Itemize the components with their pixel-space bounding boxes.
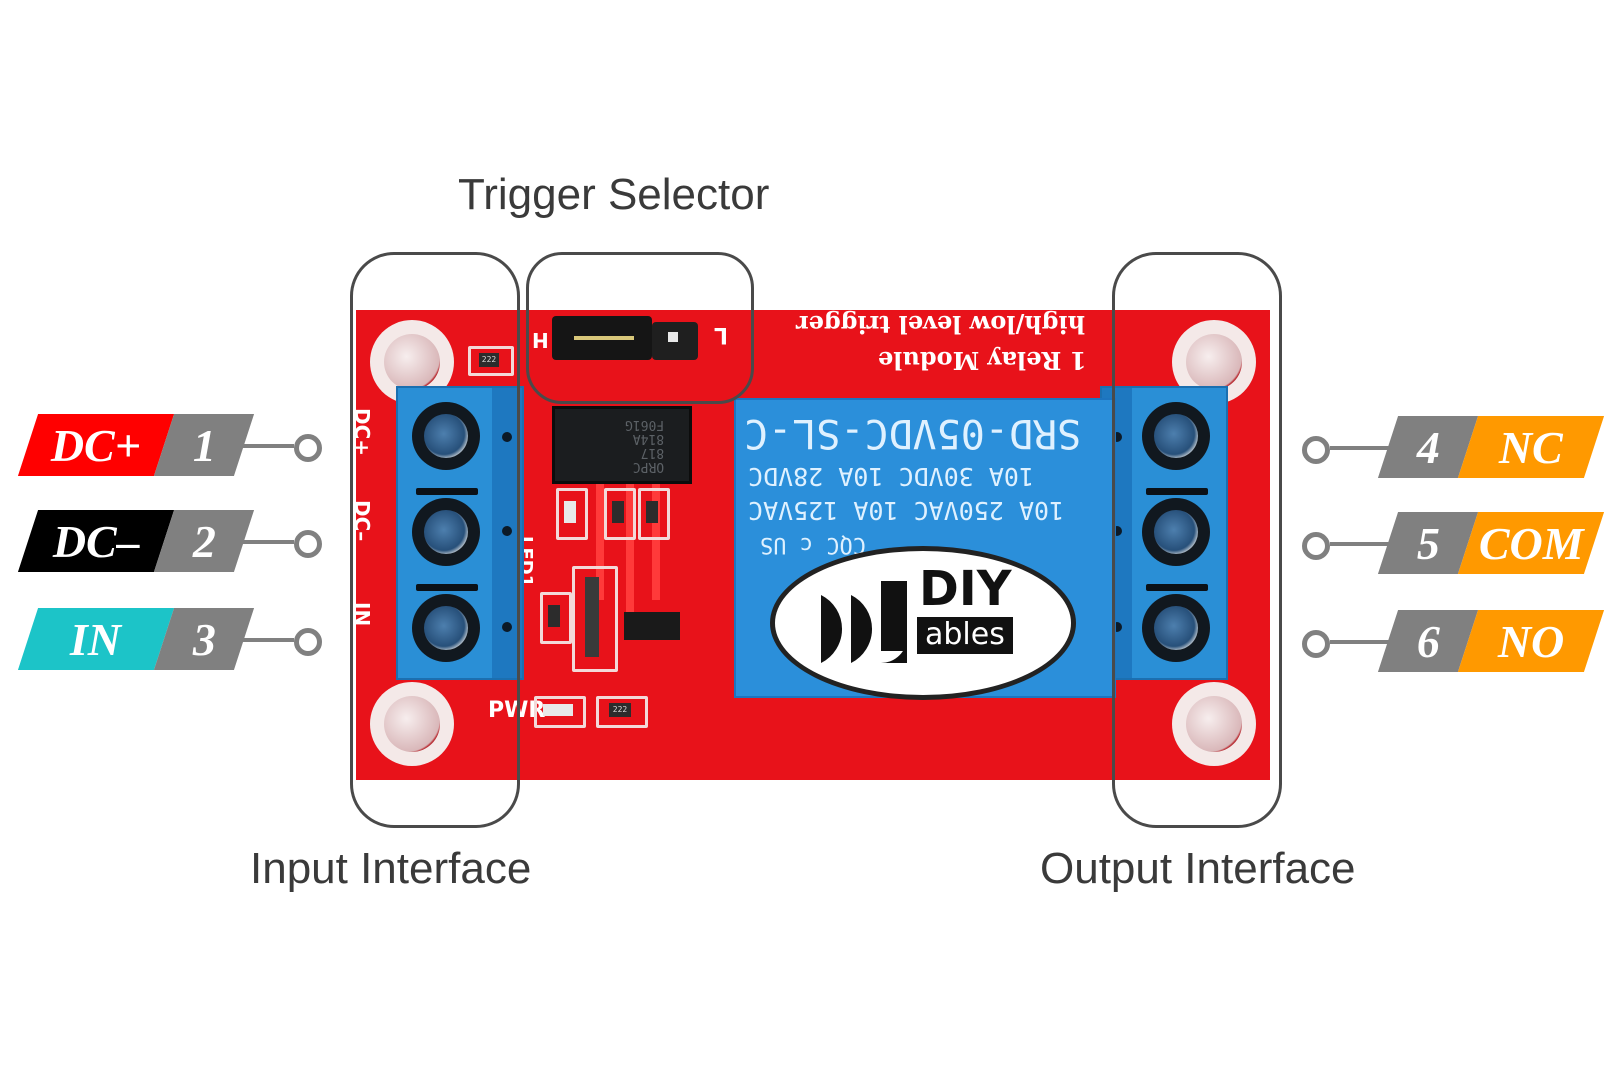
pin-name-badge: COM bbox=[1457, 512, 1605, 574]
pin-leader-line bbox=[1330, 542, 1390, 546]
logo-text-diy: DIY bbox=[919, 561, 1012, 617]
optocoupler-chip: ORPC 817 814A F061G bbox=[552, 406, 692, 484]
pin-name-badge: DC– bbox=[17, 510, 175, 572]
jumper-contact bbox=[574, 336, 634, 340]
pin-name-badge: NO bbox=[1457, 610, 1605, 672]
pin-connector-dot bbox=[1302, 630, 1330, 658]
led1-component bbox=[556, 488, 588, 540]
relay-module-board: high/low level trigger 1 Relay Module DC… bbox=[350, 310, 1270, 780]
output-terminal-block bbox=[1100, 386, 1228, 680]
pin-connector-dot bbox=[1302, 532, 1330, 560]
pin-name: COM bbox=[1478, 517, 1584, 569]
pin-connector-dot bbox=[294, 530, 322, 558]
screw-terminal-no[interactable] bbox=[1142, 594, 1210, 662]
screw-terminal-dcplus[interactable] bbox=[412, 402, 480, 470]
resistor-code: 222 bbox=[479, 353, 499, 367]
pin-label-no: 6 NO bbox=[1377, 610, 1605, 672]
terminal-divider bbox=[1146, 488, 1208, 495]
pin-leader-line bbox=[228, 444, 294, 448]
transistor-component bbox=[624, 612, 680, 640]
pin-label-nc: 4 NC bbox=[1377, 416, 1605, 478]
pin-number: 3 bbox=[192, 613, 216, 665]
pin-name: IN bbox=[70, 613, 122, 665]
mounting-hole-bottom-left bbox=[370, 682, 454, 766]
pcb-trace bbox=[596, 480, 604, 600]
pin-label-in: IN 3 bbox=[17, 608, 255, 670]
screw-terminal-in[interactable] bbox=[412, 594, 480, 662]
relay-rating-dc: 10A 30VDC 10A 28VDC bbox=[748, 462, 1034, 491]
pwr-led bbox=[534, 696, 586, 728]
pin-name: DC+ bbox=[50, 419, 142, 471]
output-interface-caption: Output Interface bbox=[1040, 844, 1356, 893]
pin-number: 2 bbox=[192, 515, 216, 567]
input-interface-caption: Input Interface bbox=[250, 844, 532, 893]
pin-leader-line bbox=[228, 638, 294, 642]
pin-number: 4 bbox=[1416, 421, 1440, 473]
smd-resistor bbox=[638, 488, 670, 540]
pin-number: 1 bbox=[192, 419, 216, 471]
pin-number: 5 bbox=[1416, 517, 1440, 569]
pin-connector-dot bbox=[1302, 436, 1330, 464]
logo-text-ables: ables bbox=[917, 617, 1013, 654]
smd-resistor: 222 bbox=[596, 696, 648, 728]
pin-label-com: 5 COM bbox=[1377, 512, 1605, 574]
relay-cert-marks: CQC c US bbox=[760, 532, 866, 557]
mounting-hole-bottom-right bbox=[1172, 682, 1256, 766]
pin-connector-dot bbox=[294, 434, 322, 462]
pin-name: NO bbox=[1497, 615, 1565, 667]
input-interface-highlight bbox=[350, 252, 520, 828]
pin-label-dcplus: DC+ 1 bbox=[17, 414, 255, 476]
pin-name-badge: IN bbox=[17, 608, 175, 670]
pin-name-badge: DC+ bbox=[17, 414, 175, 476]
diyables-logo-mark bbox=[821, 581, 907, 663]
output-interface-highlight bbox=[1112, 252, 1282, 828]
smd-resistor: 222 bbox=[468, 346, 514, 376]
trigger-selector-highlight bbox=[526, 252, 754, 404]
relay-rating-ac: 10A 250VAC 10A 125VAC bbox=[748, 496, 1065, 525]
pin-name: DC– bbox=[52, 515, 140, 567]
diyables-logo: DIY ables bbox=[770, 546, 1076, 700]
pin-connector-dot bbox=[294, 628, 322, 656]
terminal-divider bbox=[416, 584, 478, 591]
input-terminal-block bbox=[396, 386, 524, 680]
pin-leader-line bbox=[1330, 446, 1390, 450]
diode-component bbox=[572, 566, 618, 672]
pcb-trace bbox=[652, 480, 660, 600]
terminal-divider bbox=[1146, 584, 1208, 591]
pin-number: 6 bbox=[1416, 615, 1440, 667]
pin-label-dcminus: DC– 2 bbox=[17, 510, 255, 572]
relay-model: SRD-05VDC-SL-C bbox=[744, 410, 1082, 456]
pin-name: NC bbox=[1499, 421, 1563, 473]
screw-terminal-nc[interactable] bbox=[1142, 402, 1210, 470]
silkscreen-trigger-text: high/low level trigger bbox=[796, 310, 1086, 339]
resistor-code: 222 bbox=[609, 703, 631, 717]
pin-leader-line bbox=[228, 540, 294, 544]
smd-resistor bbox=[540, 592, 572, 644]
pin-leader-line bbox=[1330, 640, 1390, 644]
smd-resistor bbox=[604, 488, 636, 540]
silkscreen-module-text: 1 Relay Module bbox=[878, 346, 1087, 375]
pin-name-badge: NC bbox=[1457, 416, 1605, 478]
pcb-trace bbox=[626, 480, 634, 630]
optocoupler-marking: ORPC 817 814A F061G bbox=[625, 417, 665, 474]
trigger-selector-caption: Trigger Selector bbox=[458, 170, 770, 219]
trigger-jumper[interactable] bbox=[548, 316, 704, 360]
screw-terminal-dcminus[interactable] bbox=[412, 498, 480, 566]
jumper-pin bbox=[668, 332, 678, 342]
screw-terminal-com[interactable] bbox=[1142, 498, 1210, 566]
terminal-divider bbox=[416, 488, 478, 495]
